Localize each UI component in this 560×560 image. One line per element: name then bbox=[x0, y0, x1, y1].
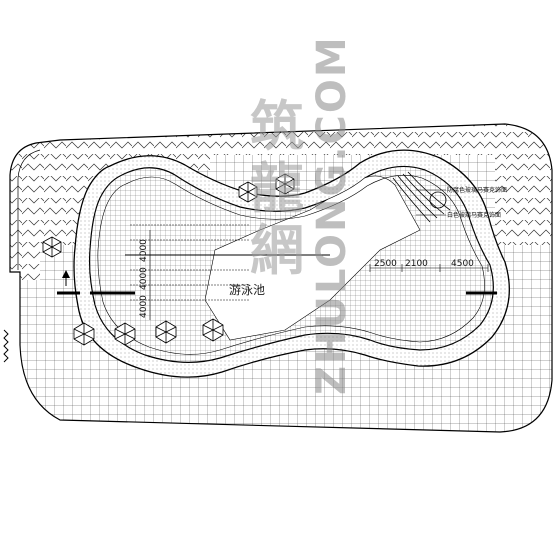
watermark-chinese: 筑龍網 bbox=[250, 94, 304, 282]
dim-left-3: 4000 bbox=[139, 239, 149, 262]
pool-steps bbox=[392, 171, 451, 223]
watermark-english: ZHULONG.COM bbox=[309, 35, 355, 395]
watermark: 筑龍網 ZHULONG.COM bbox=[250, 35, 355, 395]
dim-left-2: 4000 bbox=[139, 267, 149, 290]
dim-bottom-2: 2100 bbox=[405, 259, 428, 269]
dim-left-1: 4000 bbox=[139, 295, 149, 318]
tree-symbols bbox=[42, 173, 295, 346]
note-mosaic-top: 防腐色玻璃马赛克饰面 bbox=[447, 186, 507, 194]
pool-label: 游泳池 bbox=[229, 283, 265, 297]
note-mosaic-bottom: 白色玻璃马赛克饰面 bbox=[447, 211, 501, 219]
dim-bottom-1: 2500 bbox=[374, 259, 397, 269]
pool-basin bbox=[88, 165, 494, 363]
dimension-lines bbox=[149, 189, 489, 320]
left-edge-hedge bbox=[3, 329, 9, 363]
arrow-icon bbox=[62, 270, 70, 286]
dim-bottom-3: 4500 bbox=[451, 259, 474, 269]
